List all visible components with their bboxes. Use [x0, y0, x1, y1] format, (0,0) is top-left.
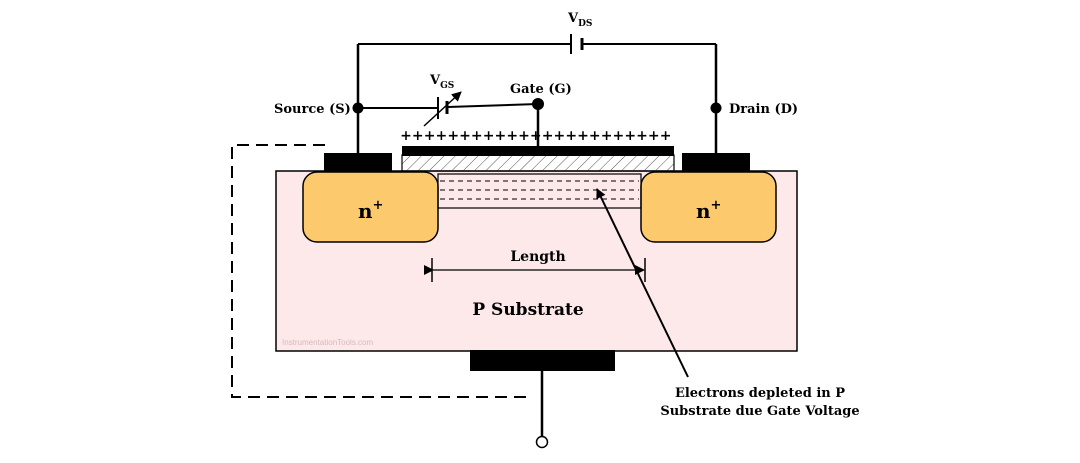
gate-charge-plus: +	[577, 128, 589, 144]
substrate-label: P Substrate	[472, 300, 583, 320]
gate-charge-plus: +	[424, 128, 436, 144]
gate-charge-plus: +	[636, 128, 648, 144]
n-plus-left-label: n+	[358, 198, 383, 223]
electrons-label-line2: Substrate due Gate Voltage	[660, 404, 859, 419]
gate-charge-plus: +	[412, 128, 424, 144]
gate-charge-plus: +	[660, 128, 672, 144]
gate-charge-plus: +	[471, 128, 483, 144]
gate-charge-plus: +	[542, 128, 554, 144]
gate-charge-plus: +	[530, 128, 542, 144]
source-contact	[324, 153, 392, 172]
drain-label: Drain (D)	[729, 102, 798, 117]
watermark: InstrumentationTools.com	[282, 338, 373, 347]
gate-charge-plus: +	[506, 128, 518, 144]
oxide-layer	[401, 154, 675, 172]
gate-charge-plus: +	[601, 128, 613, 144]
body-terminal	[535, 435, 549, 449]
gate-node	[532, 98, 544, 110]
gate-charge-plus: +	[518, 128, 530, 144]
gate-charge-plus: +	[447, 128, 459, 144]
gate-charge-plus: +	[565, 128, 577, 144]
length-label: Length	[510, 249, 565, 265]
vgs-label: VGS	[429, 73, 454, 91]
gate-charge-plus: +	[624, 128, 636, 144]
gate-charge-plus: +	[554, 128, 566, 144]
electrons-label-line1: Electrons depleted in P	[675, 386, 845, 401]
vgs-wire-right	[447, 103, 539, 108]
drain-contact	[682, 153, 750, 172]
body-contact	[470, 350, 615, 371]
channel-region	[437, 173, 642, 209]
gate-label: Gate (G)	[510, 82, 572, 97]
vds-label: VDS	[567, 11, 592, 29]
gate-metal	[402, 146, 674, 156]
gate-charge-plus: +	[613, 128, 625, 144]
gate-charge-row: +++++++++++++++++++++++	[400, 128, 671, 144]
gate-charge-plus: +	[648, 128, 660, 144]
gate-charge-plus: +	[589, 128, 601, 144]
gate-charge-plus: +	[483, 128, 495, 144]
gate-charge-plus: +	[495, 128, 507, 144]
gate-charge-plus: +	[436, 128, 448, 144]
source-node	[352, 102, 364, 114]
gate-charge-plus: +	[459, 128, 471, 144]
n-plus-right-label: n+	[696, 198, 721, 223]
vgs-variable-arrow	[423, 91, 462, 127]
body-dashed-connection	[231, 144, 530, 398]
electrons-pointer-arrow	[596, 188, 689, 378]
source-label: Source (S)	[274, 102, 351, 117]
drain-node	[710, 102, 722, 114]
gate-charge-plus: +	[400, 128, 412, 144]
